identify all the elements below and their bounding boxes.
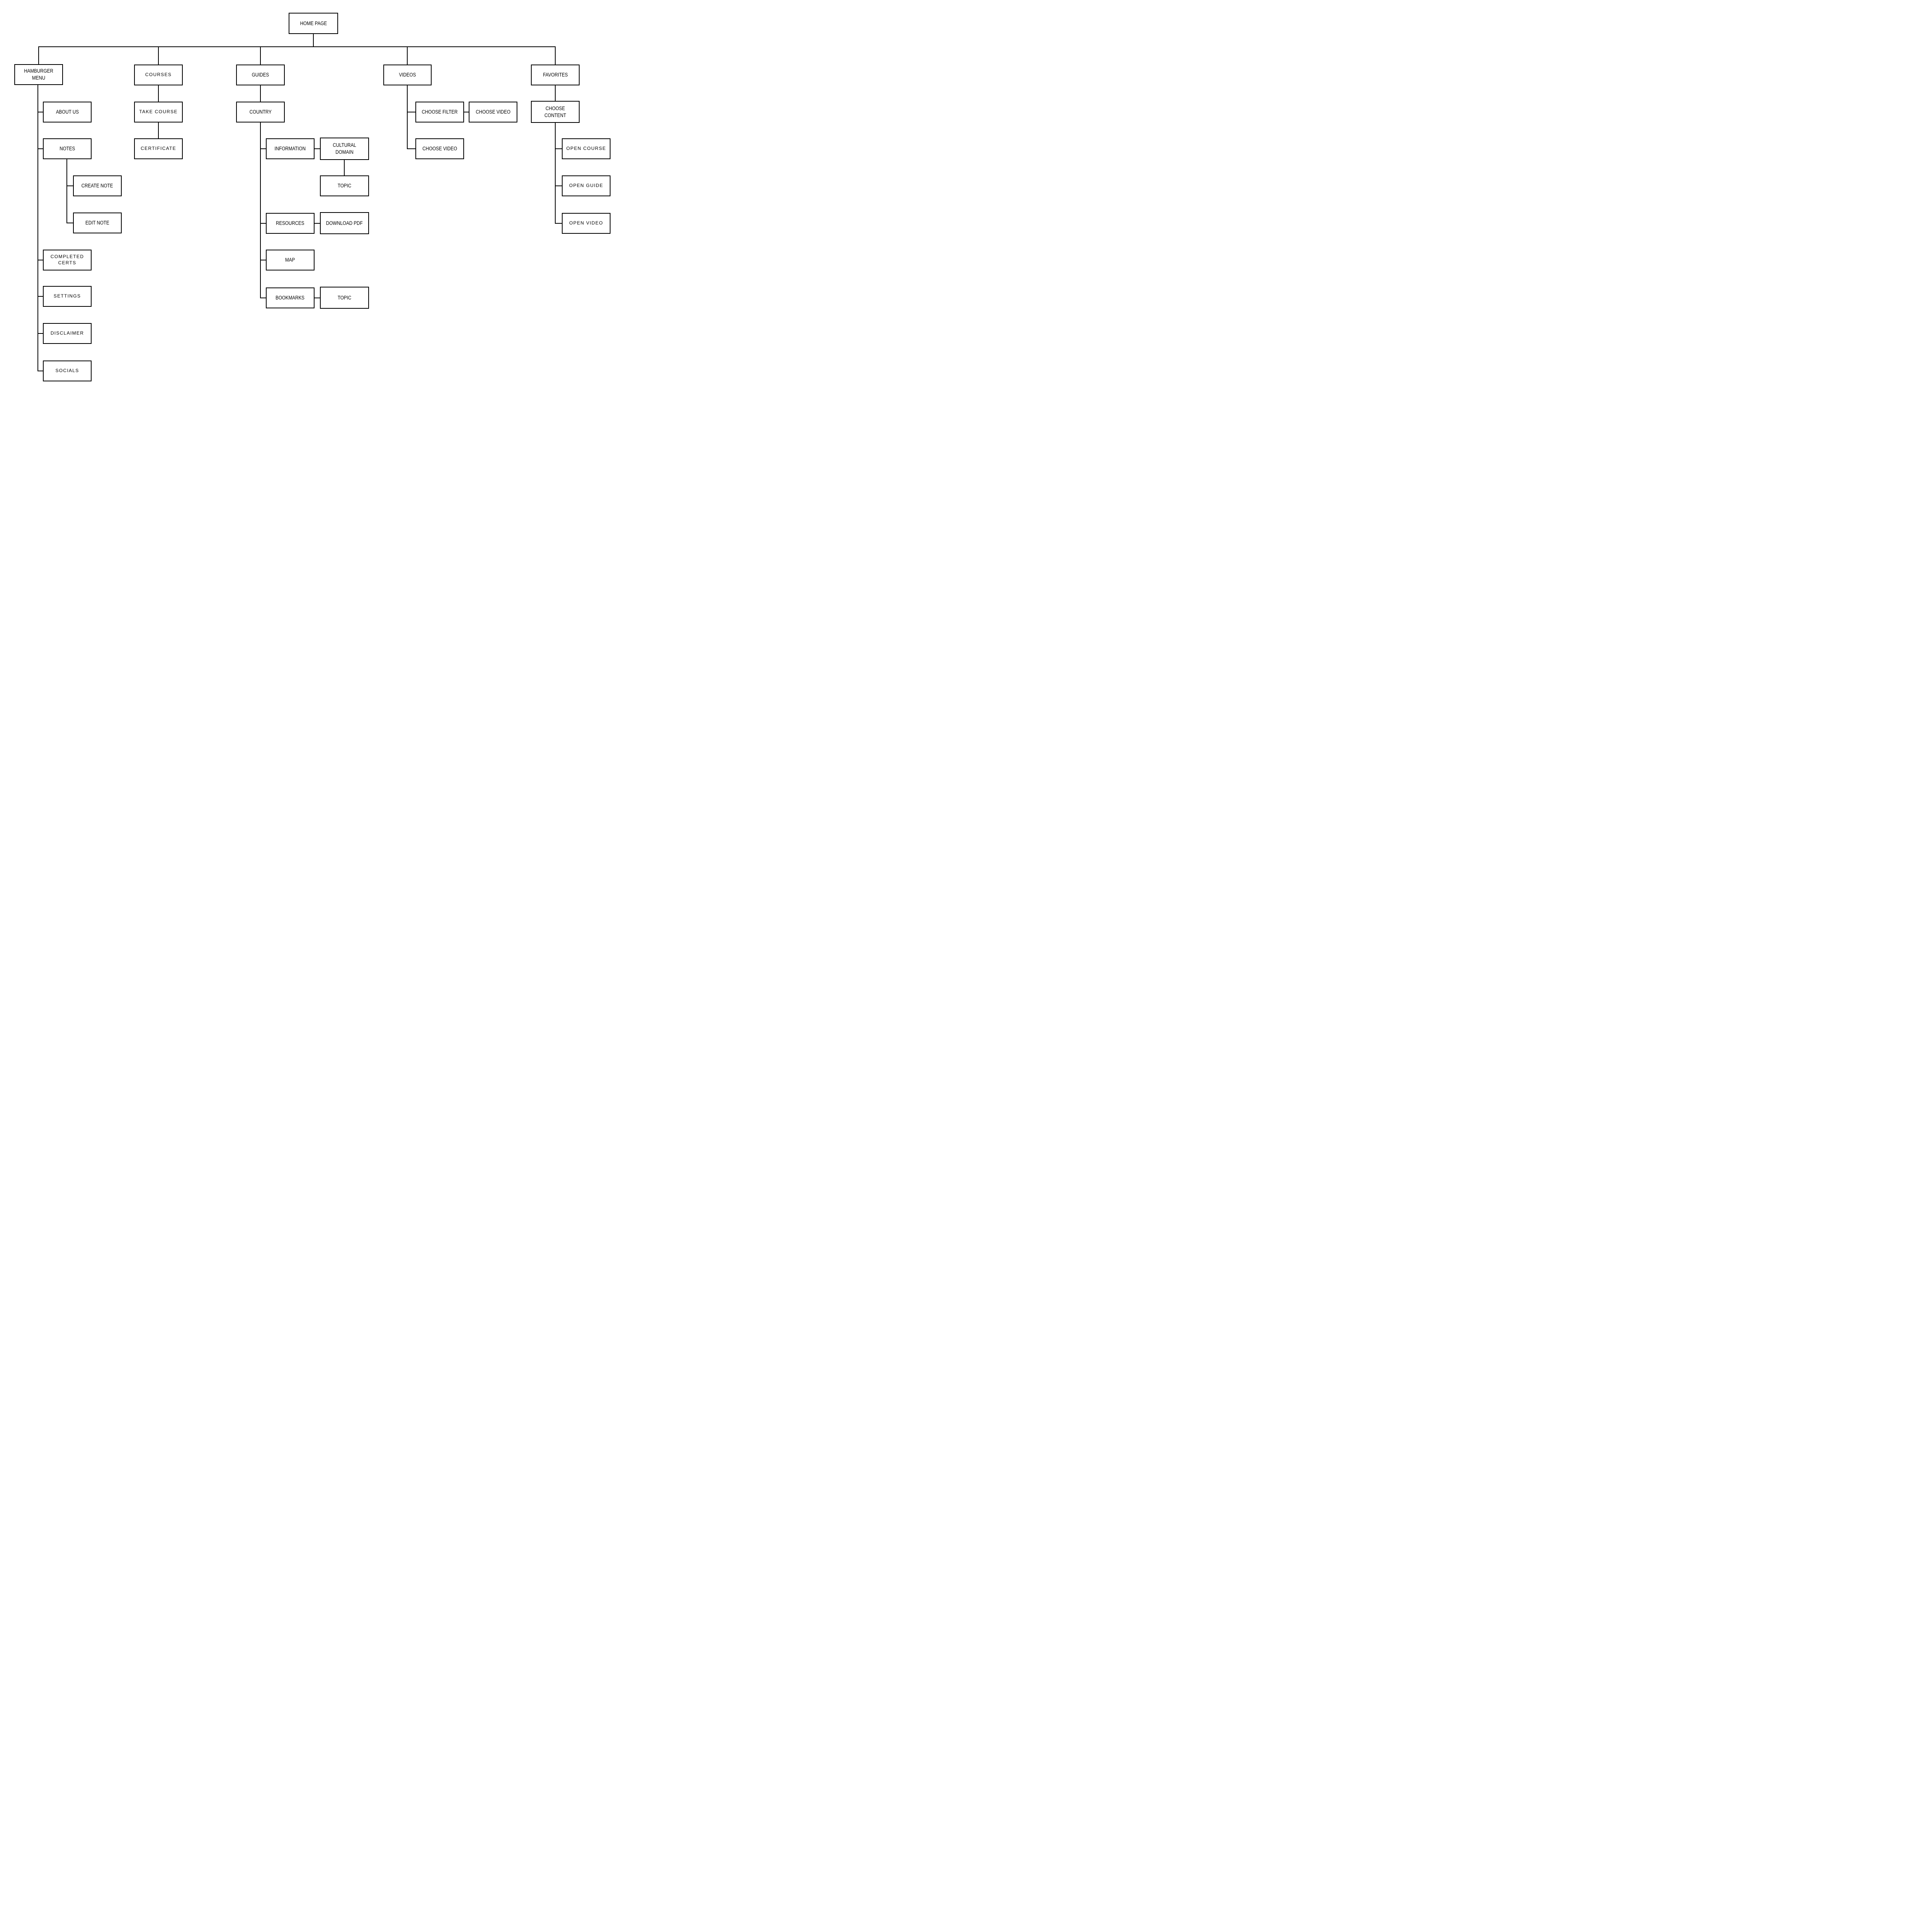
node-download-pdf: DOWNLOAD PDF [320,212,369,234]
connector-information-cultural-domain [314,148,321,149]
node-information: INFORMATION [266,138,315,159]
node-label: HAMBURGER MENU [24,68,53,81]
connector-guides-country [260,85,261,102]
connector-stub-open-guide [555,185,563,186]
node-label: RESOURCES [276,220,304,226]
connector-stub-disclaimer [37,333,44,334]
node-home-page: HOME PAGE [289,13,338,34]
connector-country-trunk [260,122,261,298]
connector-stub-open-course [555,148,563,149]
node-label: SOCIALS [55,368,79,374]
node-topic-under-bookmarks: TOPIC [320,287,369,309]
connector-resources-download-pdf [314,223,321,224]
node-label: COURSES [145,72,172,78]
connector-stub-open-video [555,223,563,224]
connector-spine-hamburger [38,46,39,64]
node-label: ABOUT US [56,109,79,115]
node-edit-note: EDIT NOTE [73,213,122,233]
connector-stub-choose-video-lower [407,148,416,149]
connector-stub-information [260,148,267,149]
node-label: TOPIC [337,294,352,301]
node-label: GUIDES [252,72,269,78]
node-label: BOOKMARKS [276,295,305,301]
node-label: INFORMATION [274,146,306,152]
connector-spine-videos [407,46,408,65]
node-label: TOPIC [337,183,352,189]
node-choose-content: CHOOSE CONTENT [531,101,580,123]
connector-spine [38,46,556,47]
connector-choose-content-trunk [555,123,556,223]
node-open-video: OPEN VIDEO [562,213,611,234]
node-label: HOME PAGE [300,20,327,26]
node-choose-video-right: CHOOSE VIDEO [469,102,517,122]
node-label: CHOOSE VIDEO [476,109,510,115]
node-create-note: CREATE NOTE [73,175,122,196]
connector-take-course-certificate [158,122,159,138]
node-label: VIDEOS [399,72,416,78]
node-label: COUNTRY [249,109,272,115]
node-take-course: TAKE COURSE [134,102,183,122]
node-certificate: CERTIFICATE [134,138,183,159]
connector-cultural-domain-topic [344,160,345,175]
connector-stub-resources [260,223,267,224]
node-label: NOTES [59,146,75,152]
node-label: EDIT NOTE [85,220,109,226]
sitemap-diagram: HOME PAGE HAMBURGER MENU COURSES GUIDES … [0,0,618,387]
node-choose-video-lower: CHOOSE VIDEO [415,138,464,159]
node-label: SETTINGS [53,293,81,299]
node-open-guide: OPEN GUIDE [562,175,611,196]
connector-stub-notes [37,148,44,149]
node-label: CREATE NOTE [82,183,113,189]
node-label: DOWNLOAD PDF [326,220,363,226]
node-label: DISCLAIMER [50,330,84,336]
node-map: MAP [266,250,315,270]
node-open-course: OPEN COURSE [562,138,611,159]
node-label: CULTURAL DOMAIN [333,142,356,155]
node-hamburger-menu: HAMBURGER MENU [14,64,63,85]
node-label: FAVORITES [543,72,568,78]
node-label: CHOOSE VIDEO [422,146,457,152]
node-notes: NOTES [43,138,92,159]
node-topic-under-cultural-domain: TOPIC [320,175,369,196]
connector-stub-settings [37,296,44,297]
node-completed-certs: COMPLETED CERTS [43,250,92,270]
node-label: COMPLETED CERTS [50,254,84,265]
connector-hamburger-trunk [37,85,38,371]
connector-courses-take-course [158,85,159,102]
node-cultural-domain: CULTURAL DOMAIN [320,138,369,160]
node-choose-filter: CHOOSE FILTER [415,102,464,122]
node-label: CHOOSE CONTENT [544,105,566,118]
node-disclaimer: DISCLAIMER [43,323,92,344]
node-settings: SETTINGS [43,286,92,307]
node-resources: RESOURCES [266,213,315,234]
connector-spine-guides [260,46,261,65]
node-socials: SOCIALS [43,361,92,381]
node-label: OPEN COURSE [566,146,606,151]
connector-stub-create-note [66,185,74,186]
connector-home-to-spine [313,34,314,47]
node-about-us: ABOUT US [43,102,92,122]
node-videos: VIDEOS [383,65,432,85]
connector-spine-courses [158,46,159,65]
node-guides: GUIDES [236,65,285,85]
node-label: TAKE COURSE [139,109,178,115]
node-label: CERTIFICATE [141,146,176,151]
node-label: OPEN GUIDE [569,183,604,189]
node-country: COUNTRY [236,102,285,122]
node-courses: COURSES [134,65,183,85]
connector-favorites-choose-content [555,85,556,101]
node-bookmarks: BOOKMARKS [266,287,315,308]
connector-notes-trunk [66,159,67,223]
node-label: MAP [285,257,295,263]
node-label: OPEN VIDEO [569,220,603,226]
node-label: CHOOSE FILTER [422,109,458,115]
node-favorites: FAVORITES [531,65,580,85]
connector-videos-trunk [407,85,408,149]
connector-spine-favorites [555,46,556,65]
